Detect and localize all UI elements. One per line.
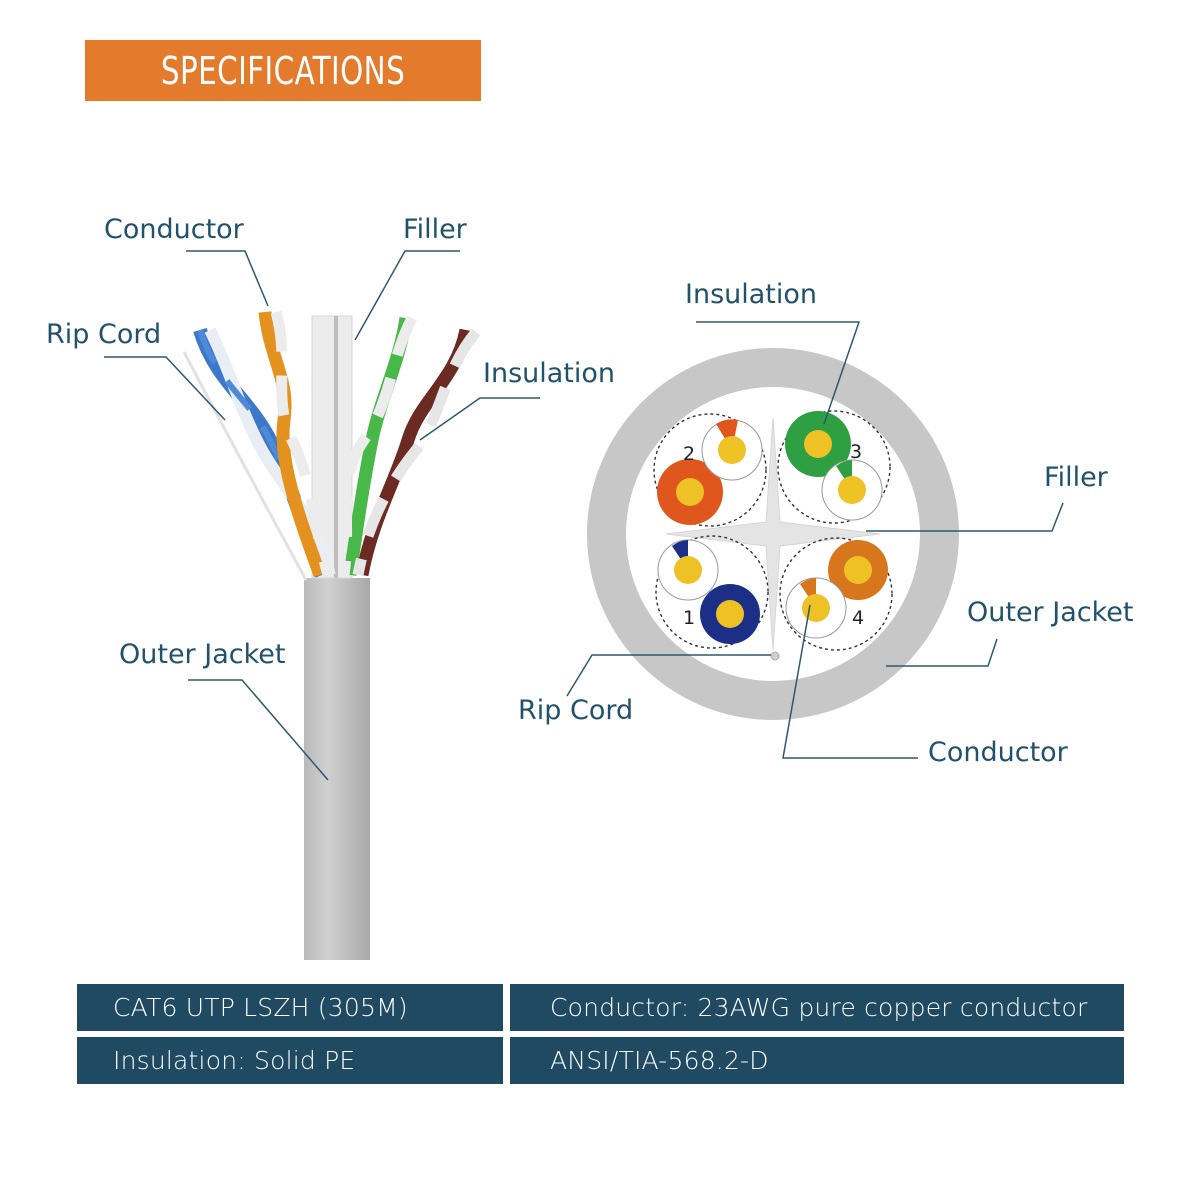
rip-cord-shape [182, 351, 308, 581]
pair-1: 1 [655, 535, 769, 649]
cable-illustration: Conductor Filler Rip Cord Insulation Out… [46, 214, 615, 960]
label-rip-cord: Rip Cord [46, 319, 161, 350]
xs-label-filler: Filler [1044, 462, 1109, 493]
banner-title: SPECIFICATIONS [160, 48, 406, 93]
xs-label-outer-jacket: Outer Jacket [967, 597, 1133, 628]
brown-pair [352, 328, 481, 577]
pair-number-3: 3 [850, 441, 862, 463]
xs-label-insulation: Insulation [685, 279, 817, 310]
filler-core [334, 316, 338, 578]
specifications-banner: SPECIFICATIONS [85, 40, 481, 101]
spec-cable-type-text: CAT6 UTP LSZH (305M) [113, 993, 408, 1022]
spec-insulation: Insulation: Solid PE [77, 1037, 503, 1084]
pair-number-4: 4 [852, 607, 864, 629]
label-conductor: Conductor [104, 214, 245, 245]
spec-standard-text: ANSI/TIA-568.2-D [550, 1046, 769, 1075]
orange-pair [258, 310, 334, 578]
outer-jacket-shape [304, 578, 370, 960]
spec-standard: ANSI/TIA-568.2-D [510, 1037, 1124, 1084]
spec-conductor-text: Conductor: 23AWG pure copper conductor [550, 993, 1088, 1022]
pair-4: 4 [779, 537, 893, 651]
label-insulation: Insulation [483, 358, 615, 389]
cross-section-leader-lines [566, 321, 1064, 759]
filler-cross [665, 417, 881, 651]
green-pair [338, 315, 417, 576]
spec-cable-type: CAT6 UTP LSZH (305M) [77, 984, 503, 1031]
pair-number-2: 2 [683, 443, 695, 465]
xs-label-rip-cord: Rip Cord [518, 695, 633, 726]
rip-cord-dot [770, 651, 780, 661]
pair-2: 2 [653, 413, 767, 527]
xs-label-conductor: Conductor [928, 737, 1069, 768]
cross-section: 2 3 1 4 [518, 279, 1133, 768]
label-filler: Filler [403, 214, 468, 245]
label-outer-jacket: Outer Jacket [119, 639, 285, 670]
spec-insulation-text: Insulation: Solid PE [113, 1046, 356, 1075]
pair-number-1: 1 [683, 607, 695, 629]
cable-leader-lines [104, 250, 540, 781]
spec-conductor: Conductor: 23AWG pure copper conductor [510, 984, 1124, 1031]
pair-3: 3 [777, 410, 891, 524]
